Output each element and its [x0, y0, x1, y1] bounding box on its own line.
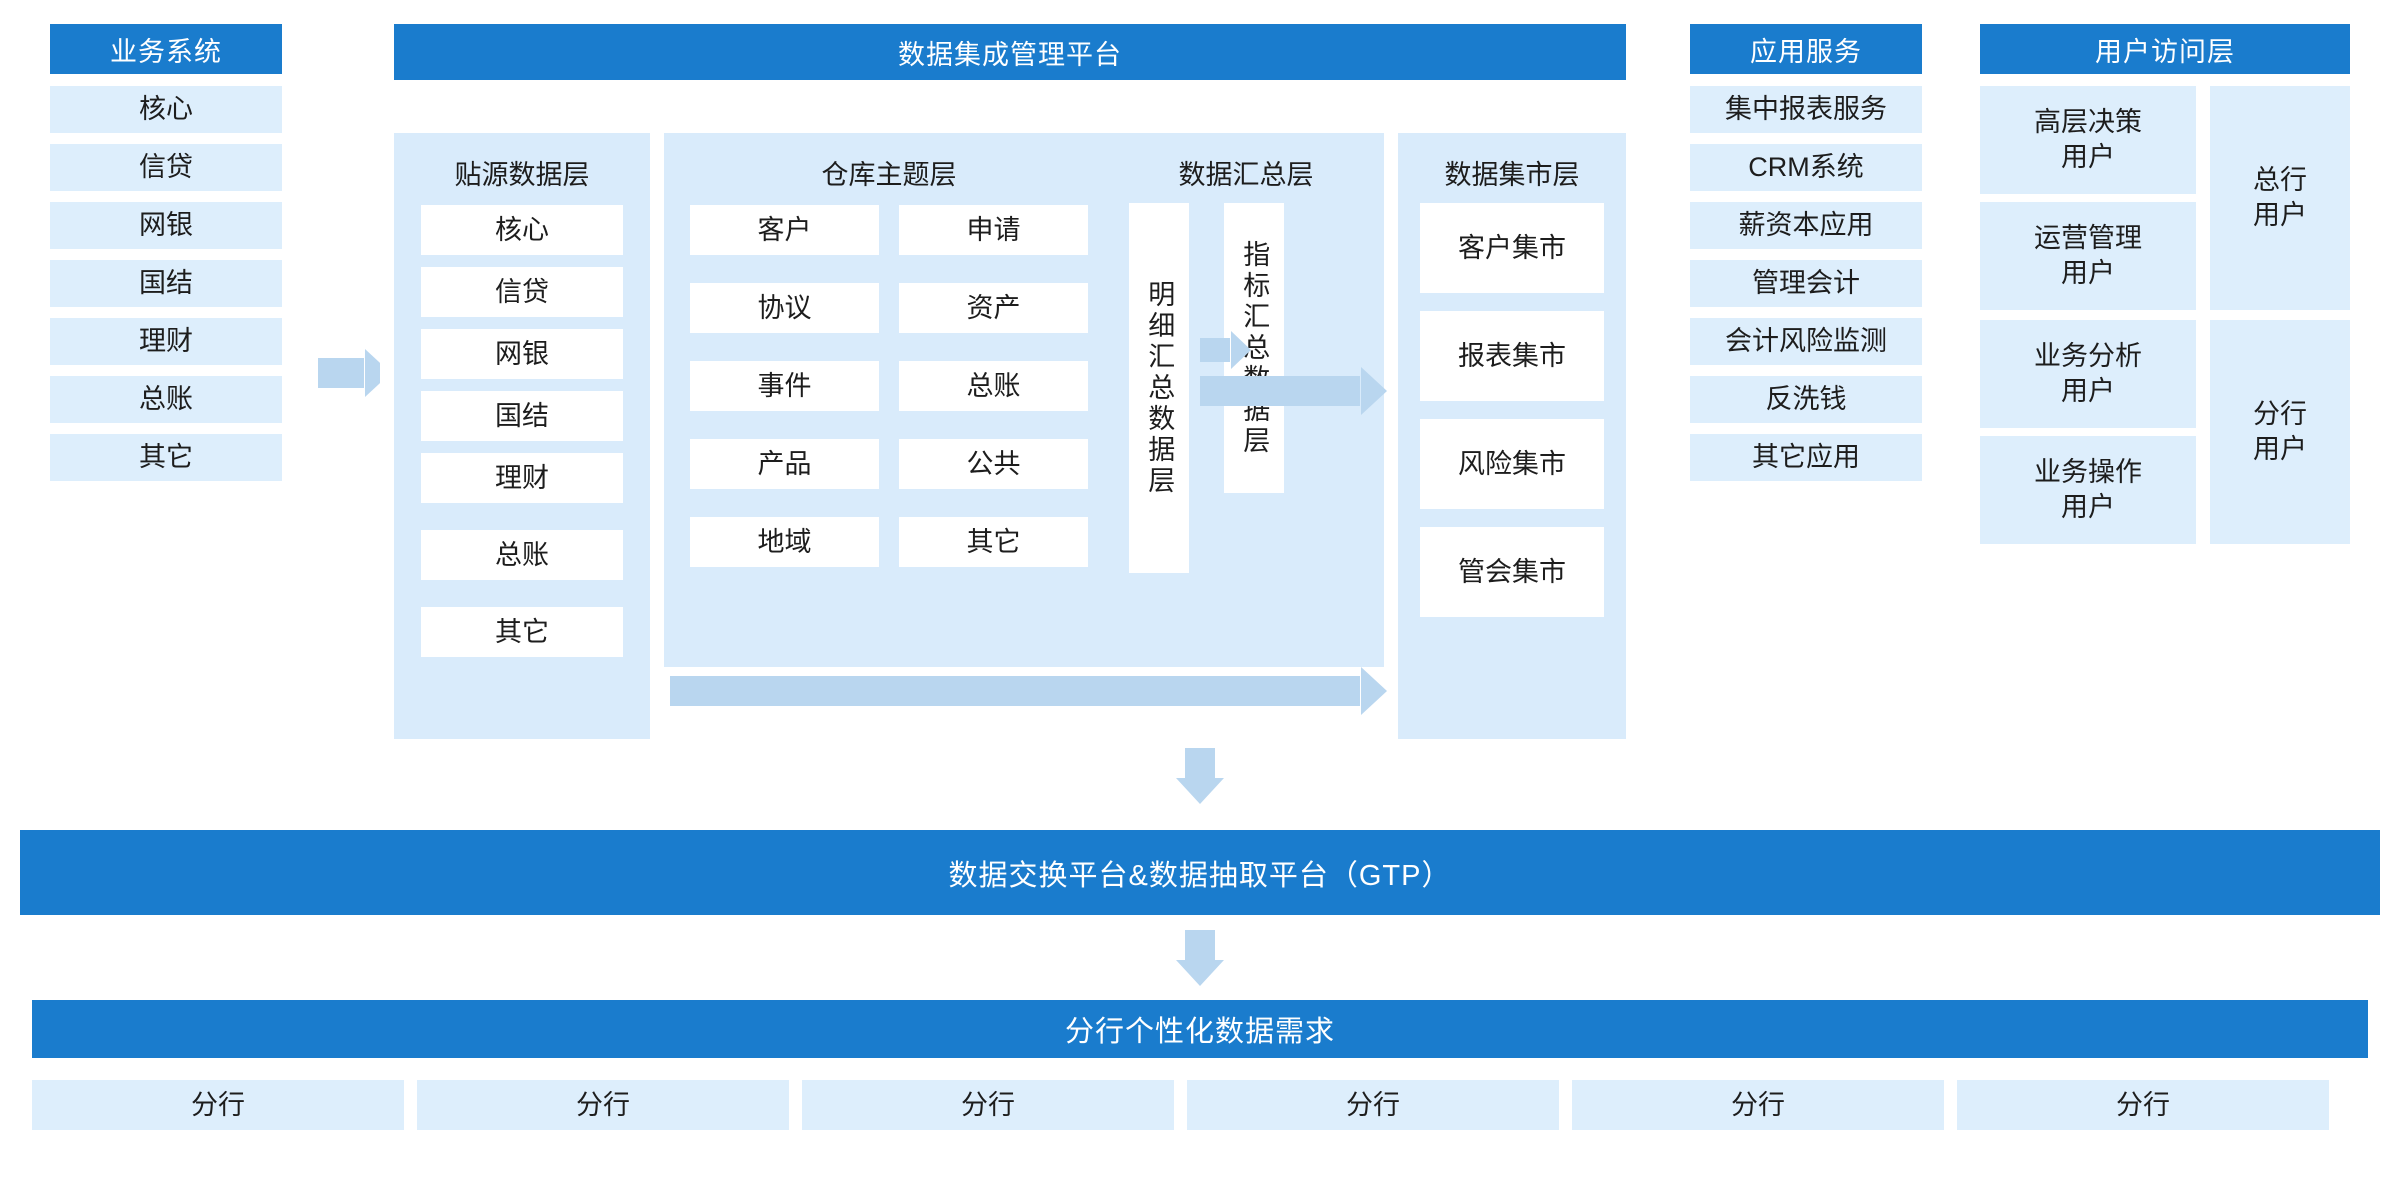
- business-system-item[interactable]: 理财: [50, 318, 282, 365]
- mart-layer-item[interactable]: 管会集市: [1420, 527, 1604, 617]
- mart-layer-title: 数据集市层: [1444, 160, 1580, 190]
- arrow-right-icon: [data-name="arrow-right-icon"][style*="t…: [1200, 376, 1360, 406]
- warehouse-subject-item[interactable]: 产品: [690, 439, 879, 489]
- source-layer-title: 贴源数据层: [454, 160, 590, 190]
- source-layer-item[interactable]: 国结: [421, 391, 623, 441]
- user-access-panel: 用户访问层 高层决策 用户 运营管理 用户 业务分析 用户 业务操作 用户 总行…: [1962, 8, 2368, 736]
- application-service-item[interactable]: 薪资本应用: [1690, 202, 1922, 249]
- user-access-item[interactable]: 运营管理 用户: [1980, 202, 2196, 310]
- user-access-group-item[interactable]: 总行 用户: [2210, 86, 2350, 310]
- application-services-panel: 应用服务 集中报表服务 CRM系统 薪资本应用 管理会计 会计风险监测 反洗钱 …: [1672, 8, 1940, 492]
- user-access-header: 用户访问层: [1980, 24, 2350, 74]
- branch-item[interactable]: 分行: [802, 1080, 1174, 1130]
- platform-header: 数据集成管理平台: [394, 24, 1626, 80]
- user-access-item[interactable]: 业务操作 用户: [1980, 436, 2196, 544]
- arrow-right-icon: [data-name="arrow-right-icon"][style*="t…: [318, 358, 364, 388]
- warehouse-subject-item[interactable]: 资产: [899, 283, 1088, 333]
- source-layer-item[interactable]: 核心: [421, 205, 623, 255]
- source-layer-item[interactable]: 理财: [421, 453, 623, 503]
- business-systems-panel: 业务系统 核心 信贷 网银 国结 理财 总账 其它: [32, 8, 300, 492]
- business-system-item[interactable]: 总账: [50, 376, 282, 423]
- warehouse-subject-item[interactable]: 其它: [899, 517, 1088, 567]
- arrow-right-icon: [data-name="arrow-right-icon"][style*="t…: [1200, 338, 1230, 362]
- application-services-header: 应用服务: [1690, 24, 1922, 74]
- branch-demand-bar: 分行个性化数据需求: [32, 1000, 2368, 1058]
- branch-item[interactable]: 分行: [32, 1080, 404, 1130]
- warehouse-subject-item[interactable]: 地域: [690, 517, 879, 567]
- business-system-item[interactable]: 其它: [50, 434, 282, 481]
- arrow-down-icon: [data-name="arrow-down-icon"][style*="to…: [1185, 748, 1215, 778]
- source-layer-item[interactable]: 网银: [421, 329, 623, 379]
- user-access-item[interactable]: 高层决策 用户: [1980, 86, 2196, 194]
- source-layer-item[interactable]: 总账: [421, 530, 623, 580]
- application-service-item[interactable]: 集中报表服务: [1690, 86, 1922, 133]
- detail-summary-data-layer-box[interactable]: 明细汇总数据层: [1129, 203, 1189, 573]
- branch-item[interactable]: 分行: [1957, 1080, 2329, 1130]
- business-system-item[interactable]: 信贷: [50, 144, 282, 191]
- mart-layer-item[interactable]: 客户集市: [1420, 203, 1604, 293]
- arrow-down-icon: [data-name="arrow-down-icon"][style*="to…: [1185, 930, 1215, 960]
- application-service-item[interactable]: 其它应用: [1690, 434, 1922, 481]
- arrow-right-icon: [data-name="arrow-right-icon"][style*="t…: [670, 676, 1360, 706]
- source-layer-item[interactable]: 信贷: [421, 267, 623, 317]
- mart-layer-group: 数据集市层 客户集市 报表集市 风险集市 管会集市: [1398, 133, 1626, 739]
- business-system-item[interactable]: 国结: [50, 260, 282, 307]
- data-integration-platform-panel: 数据集成管理平台 贴源数据层 核心 信贷 网银 国结 理财 总账 其它 仓库主题…: [380, 8, 1640, 739]
- business-system-item[interactable]: 核心: [50, 86, 282, 133]
- mart-layer-item[interactable]: 风险集市: [1420, 419, 1604, 509]
- branch-item[interactable]: 分行: [417, 1080, 789, 1130]
- exchange-platform-bar: 数据交换平台&数据抽取平台（GTP）: [20, 830, 2380, 915]
- business-systems-header: 业务系统: [50, 24, 282, 74]
- user-access-item[interactable]: 业务分析 用户: [1980, 320, 2196, 428]
- warehouse-subject-item[interactable]: 申请: [899, 205, 1088, 255]
- warehouse-subject-item[interactable]: 客户: [690, 205, 879, 255]
- summary-layer-title: 数据汇总层: [1178, 160, 1314, 190]
- branch-demand-panel: 分行个性化数据需求 分行 分行 分行 分行 分行 分行: [20, 1000, 2380, 1160]
- source-layer-group: 贴源数据层 核心 信贷 网银 国结 理财 总账 其它: [394, 133, 650, 739]
- warehouse-subject-layer-group: 仓库主题层 客户 协议 事件 产品 地域 申请 资产 总账 公共 其它: [664, 133, 1114, 667]
- branch-item[interactable]: 分行: [1187, 1080, 1559, 1130]
- source-layer-item[interactable]: 其它: [421, 607, 623, 657]
- branch-item[interactable]: 分行: [1572, 1080, 1944, 1130]
- application-service-item[interactable]: 会计风险监测: [1690, 318, 1922, 365]
- application-service-item[interactable]: CRM系统: [1690, 144, 1922, 191]
- warehouse-subject-item[interactable]: 总账: [899, 361, 1088, 411]
- business-system-item[interactable]: 网银: [50, 202, 282, 249]
- application-service-item[interactable]: 反洗钱: [1690, 376, 1922, 423]
- warehouse-subject-item[interactable]: 协议: [690, 283, 879, 333]
- warehouse-subject-item[interactable]: 事件: [690, 361, 879, 411]
- warehouse-subject-item[interactable]: 公共: [899, 439, 1088, 489]
- user-access-group-item[interactable]: 分行 用户: [2210, 320, 2350, 544]
- application-service-item[interactable]: 管理会计: [1690, 260, 1922, 307]
- warehouse-subject-layer-title: 仓库主题层: [821, 160, 957, 190]
- mart-layer-item[interactable]: 报表集市: [1420, 311, 1604, 401]
